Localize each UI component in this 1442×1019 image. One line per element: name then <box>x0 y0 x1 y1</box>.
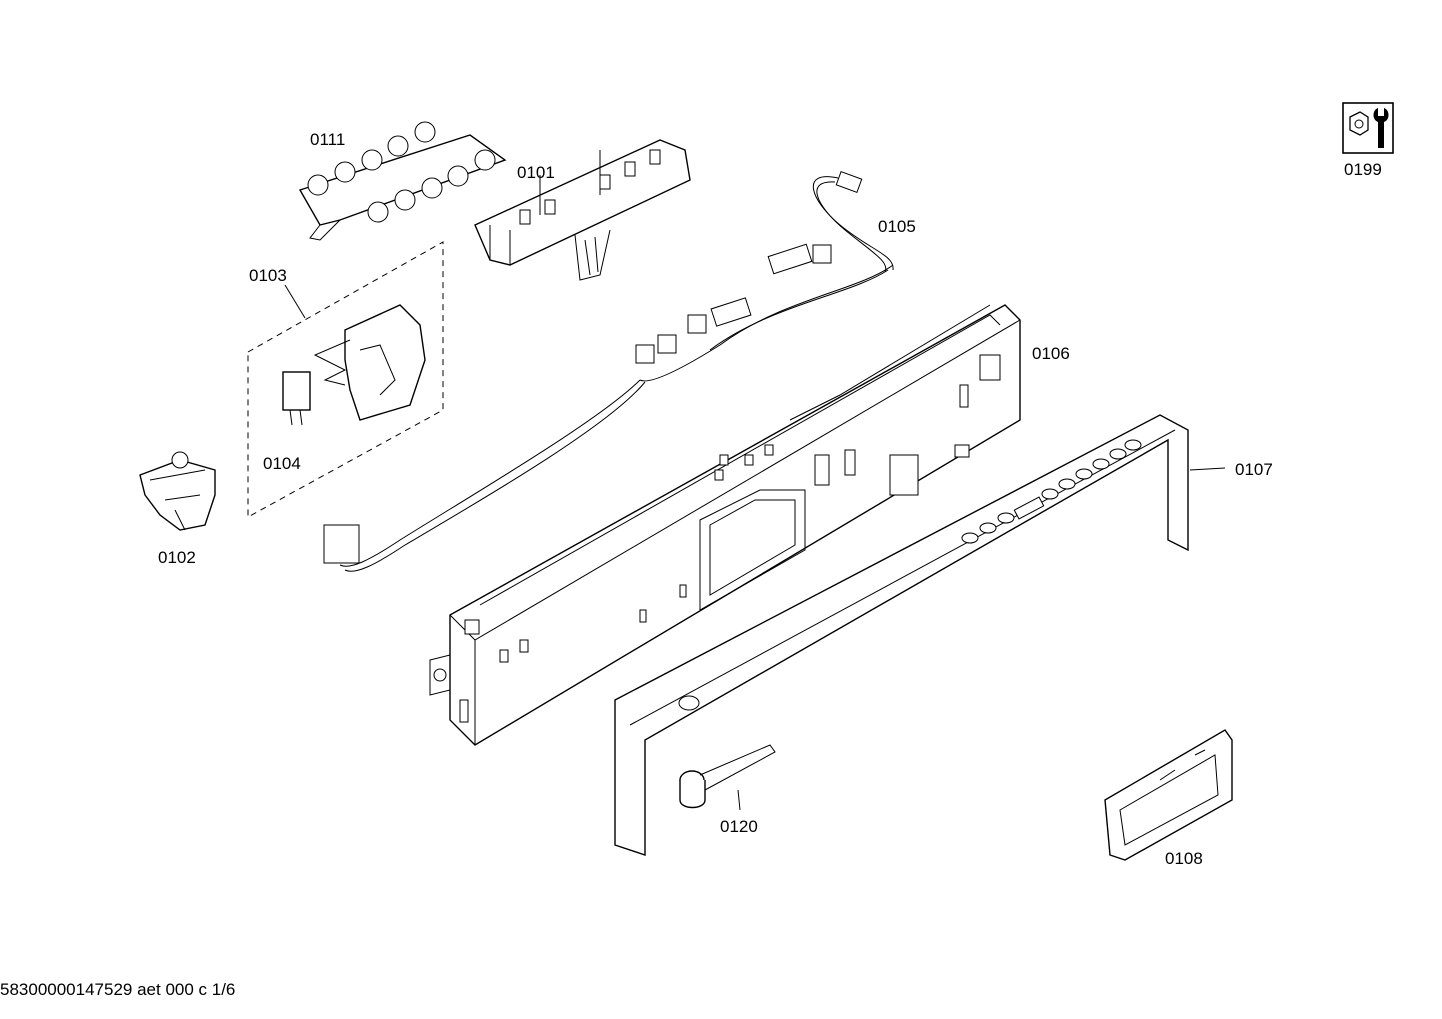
footer-document-id: 58300000147529 aet 000 c 1/6 <box>0 980 236 999</box>
part-0111-button-strip[interactable] <box>298 121 507 241</box>
label-0104: 0104 <box>263 454 301 473</box>
label-0199: 0199 <box>1344 160 1382 179</box>
part-0101-control-module[interactable] <box>474 139 691 281</box>
label-0111: 0111 <box>310 130 345 149</box>
part-0105-wiring-harness[interactable] <box>323 171 894 572</box>
label-0102: 0102 <box>158 548 196 567</box>
label-0120: 0120 <box>720 817 758 836</box>
part-0120-knob[interactable] <box>679 744 776 811</box>
part-0107-fascia-strip[interactable] <box>614 414 1226 856</box>
part-0106-control-panel-frame[interactable] <box>429 304 1021 746</box>
part-0108-handle[interactable] <box>1104 729 1233 861</box>
tool-wrench-nut-icon[interactable] <box>1342 102 1394 154</box>
part-0102-switch[interactable] <box>139 451 216 531</box>
label-0107: 0107 <box>1235 460 1273 479</box>
part-0103-switch-group[interactable] <box>247 241 444 518</box>
label-0106: 0106 <box>1032 344 1070 363</box>
label-0103: 0103 <box>249 266 287 285</box>
label-0108: 0108 <box>1165 849 1203 868</box>
label-0105: 0105 <box>878 217 916 236</box>
label-0101: 0101 <box>517 163 555 182</box>
